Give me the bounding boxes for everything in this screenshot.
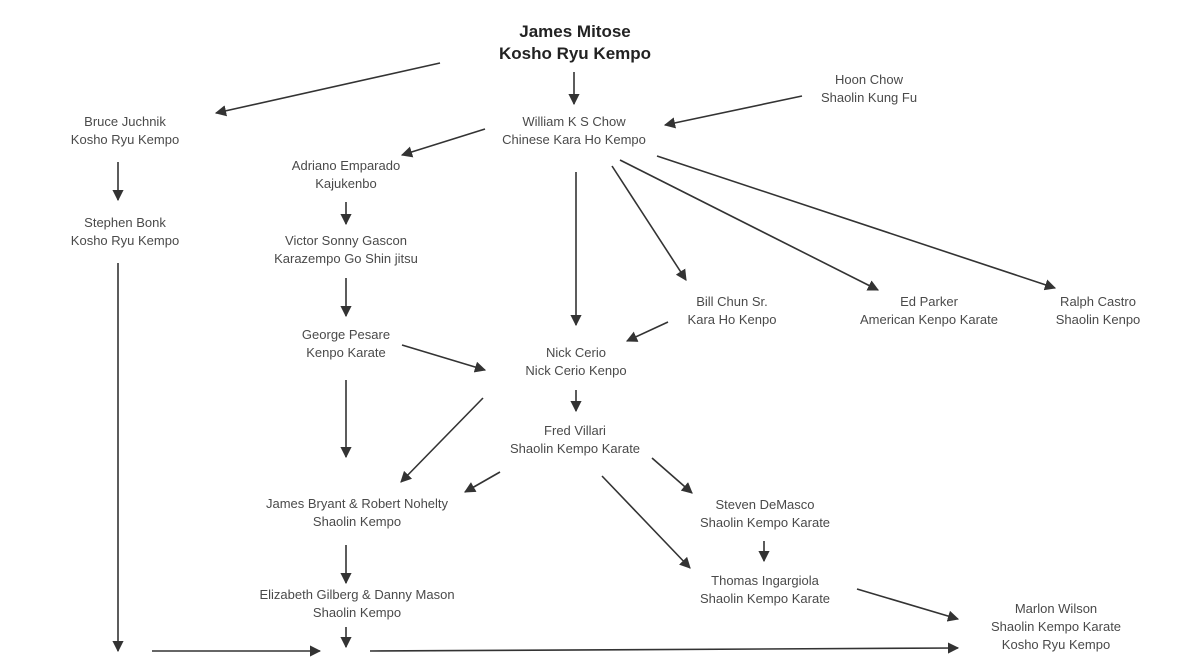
node-fred-villari: Fred Villari Shaolin Kempo Karate — [510, 422, 640, 458]
node-stephen-bonk: Stephen Bonk Kosho Ryu Kempo — [71, 214, 179, 250]
node-name: William K S Chow — [522, 114, 626, 129]
arrow-bottom-right — [369, 642, 960, 654]
arrow-chow-to-chun — [611, 165, 687, 281]
node-ralph-castro: Ralph Castro Shaolin Kenpo — [1056, 293, 1141, 329]
arrow-cerio-to-bryant — [400, 397, 484, 483]
arrow-villari-to-ingargiola — [601, 475, 691, 569]
node-style: Kajukenbo — [315, 176, 377, 191]
arrow-ingargiola-to-wilson — [856, 588, 960, 622]
node-name: Victor Sonny Gascon — [285, 233, 407, 248]
node-james-mitose: James Mitose Kosho Ryu Kempo — [499, 21, 651, 65]
node-marlon-wilson: Marlon Wilson Shaolin Kempo Karate Kosho… — [991, 600, 1121, 654]
node-style: Shaolin Kempo Karate — [509, 441, 641, 456]
arrow-chun-to-cerio — [625, 321, 669, 342]
node-name: James Mitose — [519, 22, 631, 41]
arrow-villari-to-demasco — [651, 457, 693, 494]
node-name: George Pesare — [301, 327, 391, 342]
node-style: Karazempo Go Shin jitsu — [274, 251, 418, 266]
node-name: Elizabeth Gilberg & Danny Mason — [259, 587, 455, 602]
node-george-pesare: George Pesare Kenpo Karate — [302, 326, 390, 362]
node-style-secondary: Kosho Ryu Kempo — [1001, 637, 1111, 652]
node-ed-parker: Ed Parker American Kenpo Karate — [860, 293, 998, 329]
node-nick-cerio: Nick Cerio Nick Cerio Kenpo — [525, 344, 626, 380]
node-style: Shaolin Kenpo — [1055, 312, 1141, 327]
node-style: Shaolin Kempo Karate — [699, 591, 831, 606]
node-name: Ed Parker — [900, 294, 958, 309]
node-victor-gascon: Victor Sonny Gascon Karazempo Go Shin ji… — [274, 232, 418, 268]
node-style: Kosho Ryu Kempo — [70, 132, 180, 147]
node-style: American Kenpo Karate — [859, 312, 999, 327]
node-name: Bill Chun Sr. — [696, 294, 768, 309]
arrow-villari-to-bryant — [464, 471, 501, 493]
node-steven-demasco: Steven DeMasco Shaolin Kempo Karate — [700, 496, 830, 532]
node-style: Kenpo Karate — [306, 345, 386, 360]
node-name: James Bryant & Robert Nohelty — [265, 496, 449, 511]
node-name: Fred Villari — [544, 423, 606, 438]
arrow-chow-to-castro — [656, 155, 1057, 291]
node-name: Steven DeMasco — [715, 497, 815, 512]
node-name: Marlon Wilson — [1014, 601, 1098, 616]
node-gilberg-mason: Elizabeth Gilberg & Danny Mason Shaolin … — [259, 586, 454, 622]
arrow-chow-to-parker — [619, 159, 880, 291]
node-name: Thomas Ingargiola — [711, 573, 819, 588]
node-hoon-chow: Hoon Chow Shaolin Kung Fu — [821, 71, 917, 107]
node-style: Kosho Ryu Kempo — [70, 233, 180, 248]
node-william-chow: William K S Chow Chinese Kara Ho Kempo — [502, 113, 646, 149]
node-style: Chinese Kara Ho Kempo — [502, 132, 646, 147]
node-style: Shaolin Kung Fu — [820, 90, 918, 105]
arrow-hoonchow-to-chow — [663, 95, 803, 129]
node-adriano-emparado: Adriano Emparado Kajukenbo — [292, 157, 400, 193]
node-style: Kosho Ryu Kempo — [498, 44, 652, 63]
node-name: Hoon Chow — [835, 72, 903, 87]
node-name: Nick Cerio — [546, 345, 606, 360]
node-name: Adriano Emparado — [291, 158, 401, 173]
node-bruce-juchnik: Bruce Juchnik Kosho Ryu Kempo — [71, 113, 179, 149]
node-name: Bruce Juchnik — [84, 114, 166, 129]
node-name: Ralph Castro — [1060, 294, 1136, 309]
node-bill-chun: Bill Chun Sr. Kara Ho Kenpo — [688, 293, 777, 329]
node-style: Kara Ho Kenpo — [687, 312, 777, 327]
node-style: Nick Cerio Kenpo — [525, 363, 627, 378]
node-style: Shaolin Kempo — [312, 514, 402, 529]
node-style: Shaolin Kempo — [312, 605, 402, 620]
node-style: Shaolin Kempo Karate — [699, 515, 831, 530]
arrow-pesare-to-cerio — [401, 344, 487, 373]
node-style: Shaolin Kempo Karate — [990, 619, 1122, 634]
arrow-chow-to-emparado — [400, 128, 486, 158]
node-bryant-nohelty: James Bryant & Robert Nohelty Shaolin Ke… — [266, 495, 448, 531]
node-thomas-ingargiola: Thomas Ingargiola Shaolin Kempo Karate — [700, 572, 830, 608]
node-name: Stephen Bonk — [84, 215, 166, 230]
arrow-mitose-to-juchnik — [214, 62, 441, 117]
